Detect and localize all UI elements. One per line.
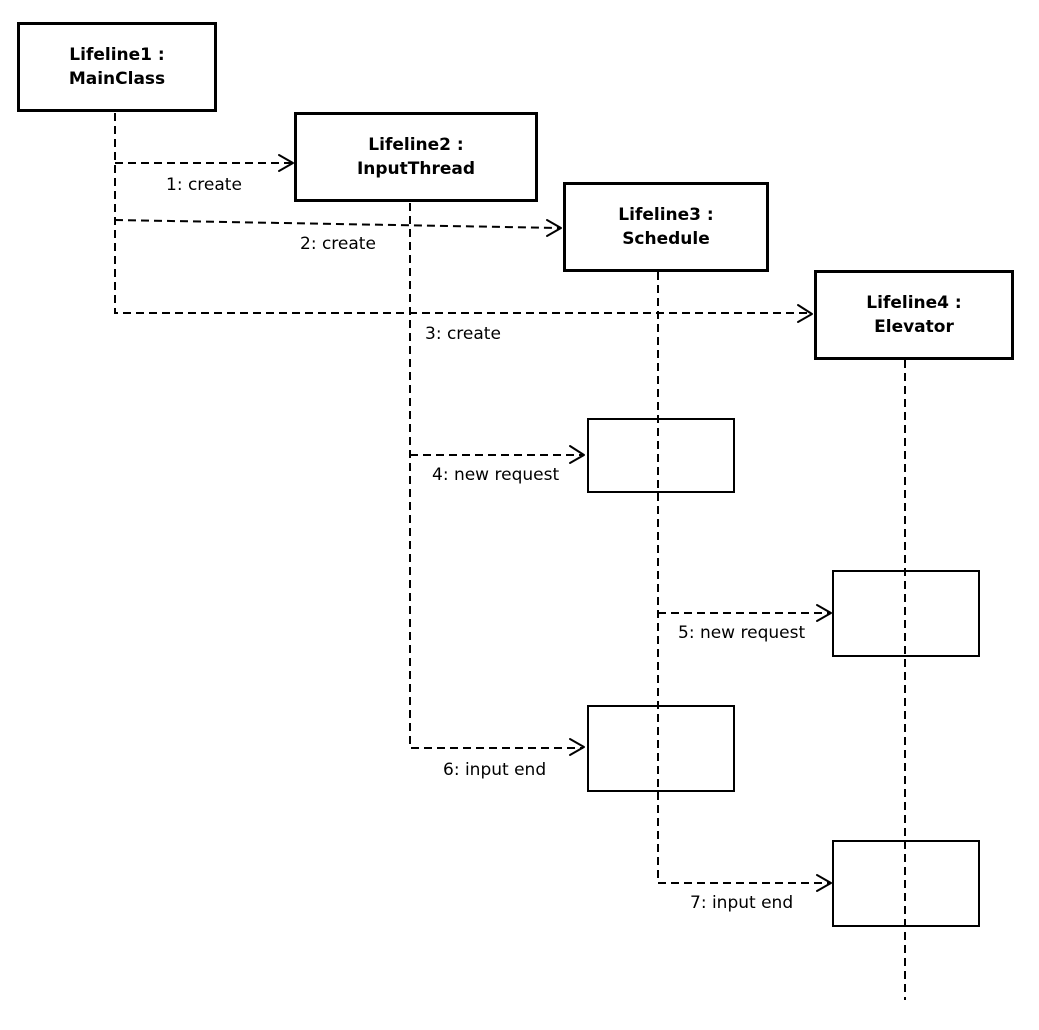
- lifeline3-box[interactable]: Lifeline3 : Schedule: [563, 182, 769, 272]
- execution-box-schedule-2[interactable]: [587, 705, 735, 792]
- message-7-label: 7: input end: [690, 893, 794, 913]
- message-1-label: 1: create: [166, 175, 242, 195]
- lifeline1-box[interactable]: Lifeline1 : MainClass: [17, 22, 217, 112]
- lifeline2-box[interactable]: Lifeline2 : InputThread: [294, 112, 538, 202]
- message-1-arrowhead: [278, 154, 294, 172]
- message-5-label: 5: new request: [678, 623, 806, 643]
- lifeline3-class: Schedule: [622, 229, 710, 249]
- message-6-label: 6: input end: [443, 760, 547, 780]
- lifeline3-line: [657, 272, 830, 884]
- lifeline1-title: Lifeline1 :: [69, 45, 165, 65]
- lifeline1-line: [114, 113, 812, 314]
- message-5-arrowhead: [816, 604, 832, 622]
- message-2-line: [114, 219, 561, 229]
- lifeline3-title: Lifeline3 :: [618, 205, 714, 225]
- message-3-label: 3: create: [425, 324, 501, 344]
- message-4-arrowhead: [569, 445, 585, 464]
- lifeline4-box[interactable]: Lifeline4 : Elevator: [814, 270, 1014, 360]
- message-2-label: 2: create: [300, 234, 376, 254]
- lifeline4-class: Elevator: [874, 317, 954, 337]
- lifeline2-title: Lifeline2 :: [368, 135, 464, 155]
- lifeline4-title: Lifeline4 :: [866, 293, 962, 313]
- execution-box-elevator-1[interactable]: [832, 570, 980, 657]
- lifeline2-class: InputThread: [356, 159, 476, 179]
- message-3-arrowhead: [797, 304, 813, 323]
- message-4-label: 4: new request: [432, 465, 560, 485]
- execution-box-elevator-2[interactable]: [832, 840, 980, 927]
- message-6-arrowhead: [569, 738, 585, 756]
- message-2-arrowhead: [546, 219, 562, 237]
- lifeline1-class: MainClass: [68, 69, 166, 89]
- execution-box-schedule-1[interactable]: [587, 418, 735, 493]
- message-7-arrowhead: [816, 874, 832, 892]
